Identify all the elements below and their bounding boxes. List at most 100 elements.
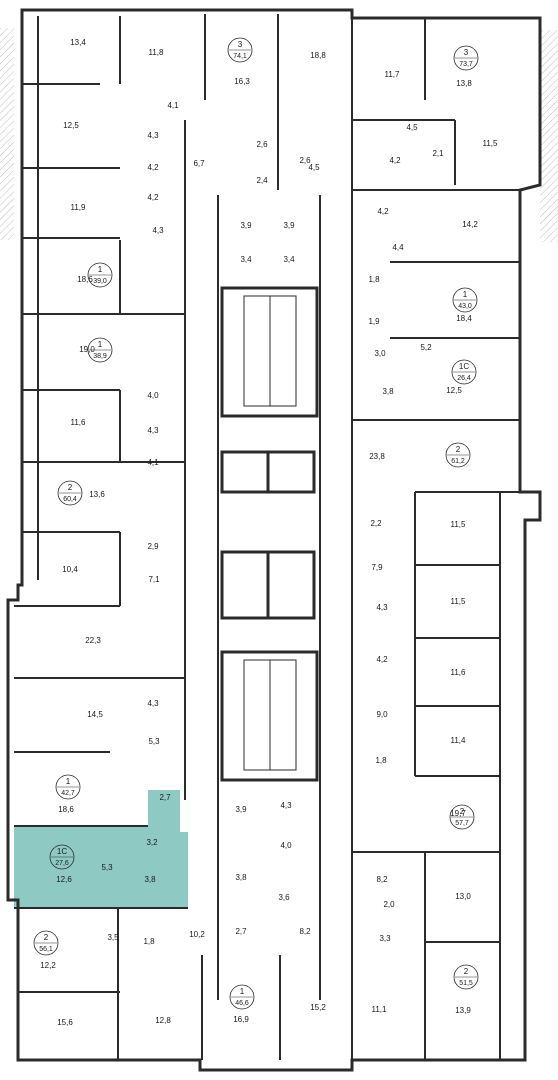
apartment-area-label: 43,0	[458, 303, 472, 310]
room-area-label: 4,2	[376, 655, 388, 664]
room-area-label: 5,2	[420, 343, 432, 352]
room-area-label: 11,6	[71, 418, 87, 427]
apartment-area-label: 51,5	[459, 980, 473, 987]
room-area-label: 6,7	[193, 159, 205, 168]
apartment-area-label: 26,4	[457, 375, 471, 382]
room-area-label: 1,8	[375, 756, 387, 765]
apartment-type-label: 2	[68, 483, 73, 492]
apartment-area-label: 61,2	[451, 458, 465, 465]
apartment-area-label: 39,0	[93, 278, 107, 285]
room-area-label: 10,2	[189, 930, 205, 939]
room-area-label: 14,5	[87, 710, 103, 719]
room-area-label: 19,7	[450, 809, 466, 818]
room-area-label: 2,4	[256, 176, 268, 185]
apartment-badge-a14: 251,5	[453, 964, 479, 990]
room-area-label: 2,6	[299, 156, 311, 165]
room-area-label: 2,7	[159, 793, 171, 802]
room-area-label: 4,2	[389, 156, 401, 165]
room-area-label: 11,5	[483, 139, 499, 148]
room-area-label: 14,2	[462, 220, 478, 229]
apartment-type-label: 1С	[459, 362, 469, 371]
room-area-label: 4,4	[392, 243, 404, 252]
apartment-type-label: 2	[44, 933, 49, 942]
room-area-label: 1,8	[368, 275, 380, 284]
room-area-label: 3,3	[379, 934, 391, 943]
room-area-label: 18,6	[77, 275, 93, 284]
room-area-label: 13,6	[89, 490, 105, 499]
balcony-hatch-right	[540, 30, 558, 242]
room-area-label: 2,2	[370, 519, 382, 528]
room-area-label: 3,5	[107, 933, 119, 942]
room-area-label: 2,0	[383, 900, 395, 909]
room-area-label: 13,0	[455, 892, 471, 901]
room-area-label: 4,3	[147, 131, 159, 140]
apartment-type-label: 1	[98, 340, 103, 349]
room-area-label: 8,2	[299, 927, 311, 936]
room-area-label: 12,5	[446, 386, 462, 395]
apartment-area-label: 60,4	[63, 496, 77, 503]
room-area-label: 4,3	[147, 699, 159, 708]
room-area-label: 1,8	[143, 937, 155, 946]
apartment-badge-a10: 257,7	[449, 804, 475, 830]
room-area-label: 2,9	[147, 542, 159, 551]
room-area-label: 4,0	[280, 841, 292, 850]
apartment-area-label: 46,6	[235, 1000, 249, 1007]
balcony-hatch-left	[0, 28, 14, 240]
apartment-type-label: 1	[463, 290, 468, 299]
room-area-label: 3,6	[278, 893, 290, 902]
apartment-area-label: 74,1	[233, 53, 247, 60]
apartment-badge-a8: 260,4	[57, 480, 83, 506]
apartment-badge-a5: 138,9	[87, 337, 113, 363]
apartment-badge-a2: 373,7	[453, 45, 479, 71]
room-area-label: 4,2	[147, 163, 159, 172]
room-area-label: 22,3	[85, 636, 101, 645]
room-area-label: 3,9	[235, 805, 247, 814]
apartment-type-label: 2	[464, 967, 469, 976]
room-area-label: 11,9	[71, 203, 87, 212]
room-area-label: 4,2	[377, 207, 389, 216]
room-area-label: 5,3	[101, 863, 113, 872]
highlighted-apartment[interactable]	[14, 790, 188, 908]
room-area-label: 1,9	[368, 317, 380, 326]
room-area-label: 11,4	[451, 736, 467, 745]
apartment-area-label: 56,1	[39, 946, 53, 953]
room-area-label: 19,0	[79, 345, 95, 354]
apartment-area-label: 38,9	[93, 353, 107, 360]
room-area-label: 4,2	[147, 193, 159, 202]
room-area-label: 3,9	[283, 221, 295, 230]
apartment-area-label: 42,7	[61, 790, 75, 797]
apartment-badge-a4: 143,0	[452, 287, 478, 313]
room-area-label: 18,6	[58, 805, 74, 814]
interior-walls	[14, 14, 520, 1060]
lift-core-lower	[220, 550, 316, 620]
room-area-label: 11,7	[385, 70, 401, 79]
room-area-label: 10,4	[62, 565, 78, 574]
room-area-label: 13,4	[70, 38, 86, 47]
apartment-type-label: 3	[464, 48, 469, 57]
room-area-label: 12,2	[40, 961, 56, 970]
room-area-label: 8,2	[376, 875, 388, 884]
apartment-type-label: 2	[456, 445, 461, 454]
room-area-label: 15,6	[57, 1018, 73, 1027]
room-area-label: 3,4	[283, 255, 295, 264]
room-area-label: 11,5	[451, 597, 467, 606]
apartment-type-label: 1	[98, 265, 103, 274]
room-area-label: 11,5	[451, 520, 467, 529]
room-area-label: 3,8	[235, 873, 247, 882]
room-area-label: 2,6	[256, 140, 268, 149]
apartment-badge-a3: 139,0	[87, 262, 113, 288]
apartment-badge-a13: 146,6	[229, 984, 255, 1010]
apartment-badge-a9: 142,7	[55, 774, 81, 800]
room-area-label: 4,0	[147, 391, 159, 400]
room-area-label: 4,3	[152, 226, 164, 235]
room-area-label: 12,8	[155, 1016, 171, 1025]
room-area-label: 4,3	[376, 603, 388, 612]
apartment-type-label: 2	[460, 807, 465, 816]
room-area-label: 18,4	[456, 314, 472, 323]
apartment-type-label: 1	[240, 987, 245, 996]
apartment-type-label: 1С	[57, 847, 67, 856]
room-area-label: 4,3	[147, 426, 159, 435]
